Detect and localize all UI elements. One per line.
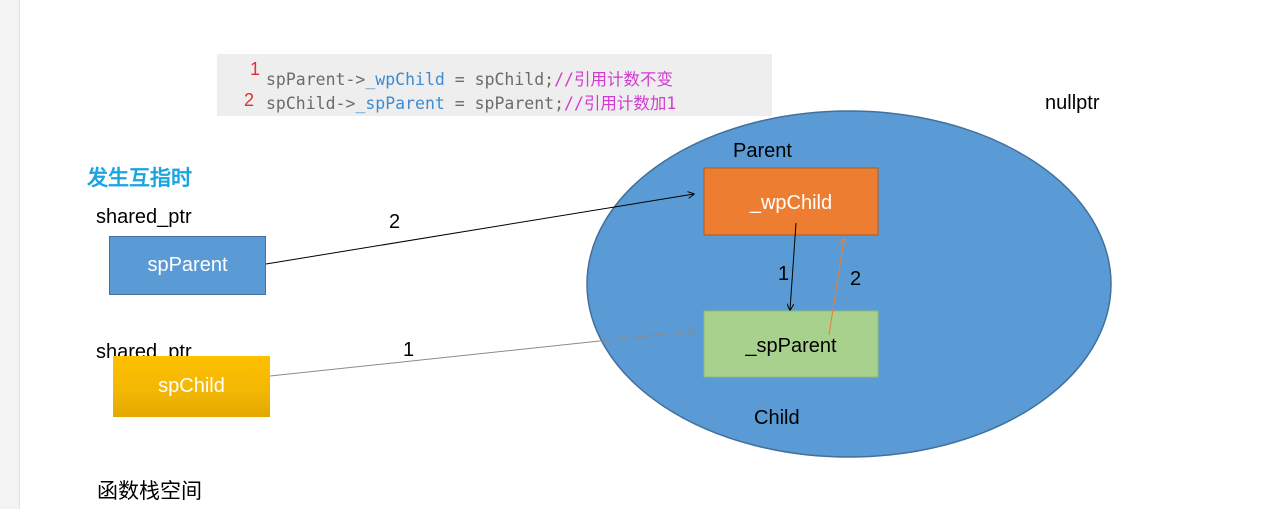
- line-number-1: 1: [250, 59, 261, 79]
- code-line-2: spChild->_spParent = spParent;//引用计数加1: [266, 90, 676, 114]
- code-object: spParent->: [266, 70, 366, 89]
- section-heading: 发生互指时: [87, 166, 192, 190]
- arrow-label-spchild: 1: [403, 339, 414, 361]
- shared-ptr-label-parent: shared_ptr: [96, 206, 192, 228]
- code-member: _spParent: [355, 94, 445, 113]
- code-comment: //引用计数不变: [554, 70, 673, 89]
- spparent-member-box: [703, 310, 879, 378]
- arrow-wpchild-to-spparent-member: [790, 222, 797, 310]
- code-assignment: = spParent;: [444, 94, 565, 113]
- stack-space-label: 函数栈空间: [97, 479, 202, 503]
- code-member: _wpChild: [365, 70, 445, 89]
- code-line-1: spParent->_wpChild = spChild;//引用计数不变: [266, 66, 673, 90]
- code-snippet: spParent->_wpChild = spChild;//引用计数不变 sp…: [217, 54, 772, 116]
- wpchild-box: [703, 167, 879, 236]
- code-assignment: = spChild;: [444, 70, 555, 89]
- wpchild-label: _wpChild: [749, 192, 832, 214]
- arrow-label-spparent-member: 2: [850, 268, 861, 290]
- parent-label: Parent: [733, 140, 792, 162]
- spparent-member-label: _spParent: [744, 335, 837, 357]
- child-label: Child: [754, 407, 800, 429]
- arrow-label-spparent: 2: [389, 211, 400, 233]
- spchild-box: spChild: [113, 356, 270, 417]
- arrow-spparent-to-wpchild: [265, 194, 694, 265]
- arrow-spparent-member-to-wpchild: [828, 239, 844, 336]
- line-number-2: 2: [244, 90, 255, 110]
- heap-ellipse: [586, 110, 1112, 458]
- arrow-label-wpchild: 1: [778, 263, 789, 285]
- page-margin: [0, 0, 20, 509]
- arrow-spchild-to-spparent-member: [269, 331, 694, 377]
- spparent-box: spParent: [109, 236, 266, 295]
- nullptr-label: nullptr: [1045, 92, 1100, 114]
- code-object: spChild->: [266, 94, 356, 113]
- code-comment: //引用计数加1: [564, 94, 677, 113]
